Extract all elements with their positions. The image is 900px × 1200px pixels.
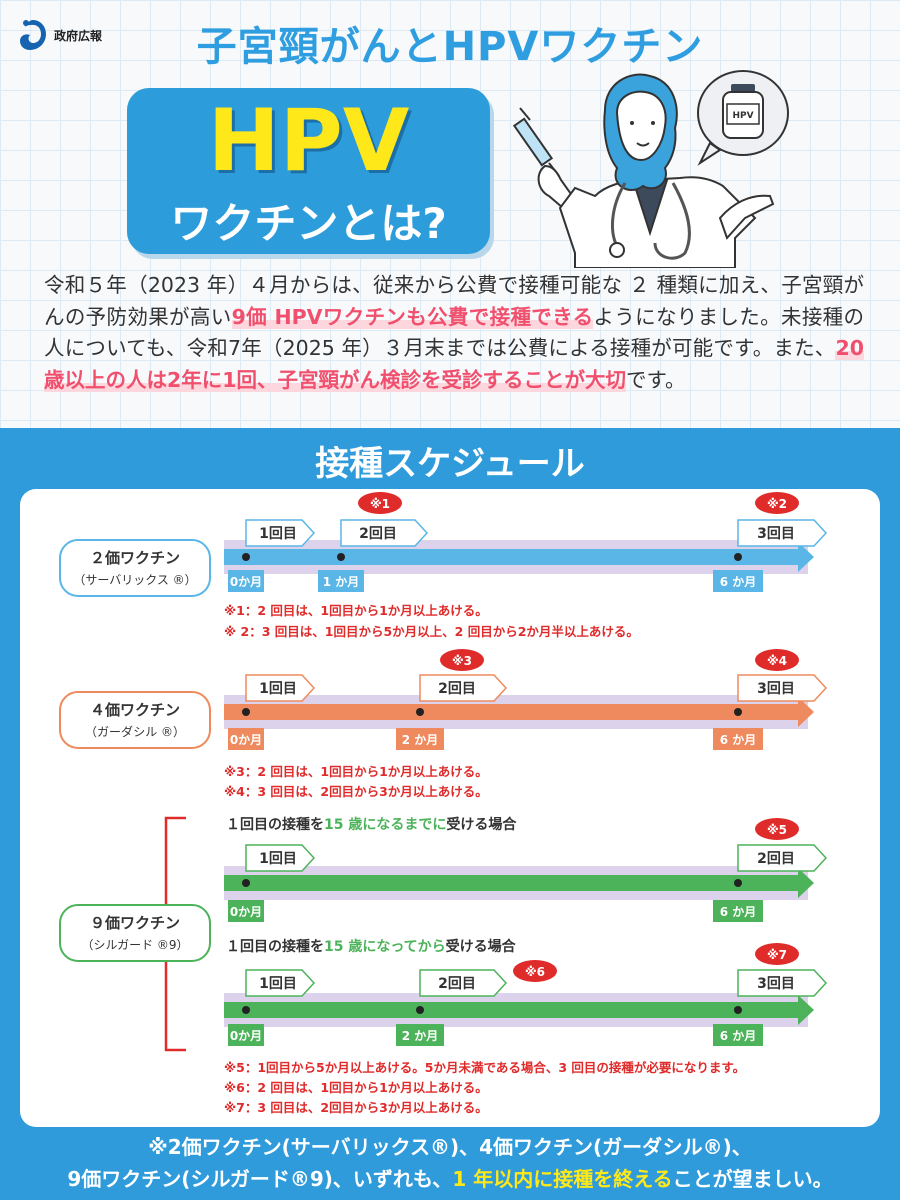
title-hpv: HPV bbox=[207, 91, 410, 191]
case-a-month-2: 6 か月 bbox=[720, 905, 757, 919]
footer-highlight: 1 年以内に接種を終える bbox=[452, 1167, 673, 1191]
bivalent-dose-2: 2回目 bbox=[359, 526, 397, 542]
bivalent-dose-1: 1回目 bbox=[259, 526, 297, 542]
bivalent-note-1: ※1：2 回目は、1回目から1か月以上あける。 bbox=[224, 603, 488, 618]
case-a-month-1: 0か月 bbox=[230, 905, 262, 919]
case-b-dose-1: 1回目 bbox=[259, 976, 297, 992]
case-b-month-3: 6 か月 bbox=[720, 1029, 757, 1043]
intro-paragraph: 令和５年（2023 年）４月からは、従来から公費で接種可能な ２ 種類に加え、子… bbox=[44, 270, 864, 396]
quadrivalent-dose-2: 2回目 bbox=[438, 681, 476, 697]
case-b-month-2: 2 か月 bbox=[402, 1029, 439, 1043]
logo-text: 政府広報 bbox=[54, 28, 103, 43]
nonavalent-brand: （シルガード ®9） bbox=[81, 938, 188, 952]
government-pr-logo-icon bbox=[20, 20, 46, 50]
bivalent-badge-2 bbox=[755, 492, 799, 514]
page-title: 子宮頸がんとHPVワクチン bbox=[196, 24, 704, 70]
quadrivalent-brand: （ガーダシル ®） bbox=[85, 724, 185, 739]
quadrivalent-name: ４価ワクチン bbox=[90, 701, 180, 719]
footer-line-1: ※2価ワクチン(サーバリックス®)、4価ワクチン(ガーダシル®)、 bbox=[148, 1135, 752, 1159]
title-subtitle: ワクチンとは? bbox=[170, 199, 447, 248]
bivalent-label-box bbox=[59, 539, 211, 597]
case-b-heading: １回目の接種を15 歳になってから受ける場合 bbox=[226, 938, 517, 955]
case-b-badge-1-text: ※6 bbox=[525, 965, 545, 979]
quadrivalent-schedule: ４価ワクチン （ガーダシル ®） 1回目 2回目 3回目 ※3 ※4 0か月 2… bbox=[59, 649, 828, 799]
intro-highlight-1: 9価 HPVワクチンも公費で接種できる bbox=[231, 304, 594, 329]
quadrivalent-badge-2 bbox=[755, 649, 799, 671]
case-a-heading: １回目の接種を15 歳になるまでに受ける場合 bbox=[226, 816, 517, 833]
case-b-badge-2 bbox=[755, 943, 799, 965]
nonavalent-note-3: ※7：3 回目は、2回目から3か月以上あける。 bbox=[224, 1100, 488, 1115]
nonavalent-label-box bbox=[59, 904, 211, 962]
bivalent-schedule: ２価ワクチン （サーバリックス ®） 1回目 2回目 3回目 ※1 ※2 0か月… bbox=[59, 492, 828, 639]
quadrivalent-dose-1: 1回目 bbox=[259, 681, 297, 697]
nonavalent-schedule: ９価ワクチン （シルガード ®9） １回目の接種を15 歳になるまでに受ける場合… bbox=[59, 816, 828, 1115]
doctor-illustration: HPV bbox=[512, 70, 789, 268]
government-pr-logo: 政府広報 bbox=[18, 18, 102, 52]
quadrivalent-badge-1-text: ※3 bbox=[452, 654, 472, 668]
quadrivalent-note-2: ※4：3 回目は、2回目から3か月以上あける。 bbox=[224, 784, 488, 799]
quadrivalent-month-3: 6 か月 bbox=[720, 733, 757, 747]
intro-text-3: です。 bbox=[626, 367, 686, 392]
quadrivalent-month-2: 2 か月 bbox=[402, 733, 439, 747]
case-b-dose-3: 3回目 bbox=[757, 976, 795, 992]
case-b-badge-2-text: ※7 bbox=[767, 948, 787, 962]
bivalent-brand: （サーバリックス ®） bbox=[73, 573, 196, 587]
bivalent-badge-1 bbox=[358, 492, 402, 514]
bivalent-dose-3: 3回目 bbox=[757, 526, 795, 542]
bivalent-name: ２価ワクチン bbox=[90, 549, 180, 567]
quadrivalent-label-box bbox=[59, 691, 211, 749]
bivalent-month-3: 6 か月 bbox=[720, 575, 757, 589]
footer-line-2: 9価ワクチン(シルガード®9)、いずれも、1 年以内に接種を終えることが望ましい… bbox=[0, 1163, 900, 1195]
quadrivalent-badge-2-text: ※4 bbox=[767, 654, 787, 668]
case-a-badge-text: ※5 bbox=[767, 823, 787, 837]
vaccine-bottle-icon: HPV bbox=[722, 84, 764, 139]
title-box: HPV ワクチンとは? bbox=[127, 88, 490, 254]
schedule-title: 接種スケジュール bbox=[315, 444, 585, 484]
case-a-dose-2: 2回目 bbox=[757, 851, 795, 867]
quadrivalent-badge-1 bbox=[440, 649, 484, 671]
quadrivalent-month-1: 0か月 bbox=[230, 733, 262, 747]
intro-text-1: 令和５年（2023 年）４月からは、従来から公費で接種可能な ２ 種類に加え、子… bbox=[44, 273, 864, 329]
quadrivalent-dose-3: 3回目 bbox=[757, 681, 795, 697]
bivalent-month-1: 0か月 bbox=[230, 575, 262, 589]
nonavalent-note-2: ※6：2 回目は、1回目から1か月以上あける。 bbox=[224, 1080, 488, 1095]
case-a-badge bbox=[755, 818, 799, 840]
quadrivalent-note-1: ※3：2 回目は、1回目から1か月以上あける。 bbox=[224, 764, 488, 779]
case-b-dose-2: 2回目 bbox=[438, 976, 476, 992]
bivalent-badge-2-text: ※2 bbox=[767, 497, 787, 511]
bivalent-badge-1-text: ※1 bbox=[370, 497, 390, 511]
bivalent-month-2: 1 か月 bbox=[323, 575, 360, 589]
footer-text-end: ことが望ましい。 bbox=[672, 1167, 833, 1191]
footer-note: ※2価ワクチン(サーバリックス®)、4価ワクチン(ガーダシル®)、 9価ワクチン… bbox=[0, 1131, 900, 1195]
intro-text-2: ようになりました。未接種の人についても、令和7年（2025 年）３月末までは公費… bbox=[44, 304, 865, 361]
case-a-dose-1: 1回目 bbox=[259, 851, 297, 867]
footer-text: 9価ワクチン(シルガード®9)、いずれも、 bbox=[67, 1167, 453, 1191]
case-b-month-1: 0か月 bbox=[230, 1029, 262, 1043]
bivalent-note-2: ※ 2：3 回目は、1回目から5か月以上、2 回目から2か月半以上あける。 bbox=[224, 624, 639, 639]
nonavalent-name: ９価ワクチン bbox=[90, 914, 180, 932]
nonavalent-note-1: ※5：1回目から5か月以上あける。5か月未満である場合、3 回目の接種が必要にな… bbox=[224, 1060, 745, 1075]
bottle-label: HPV bbox=[732, 111, 753, 121]
case-b-badge-1 bbox=[513, 960, 557, 982]
